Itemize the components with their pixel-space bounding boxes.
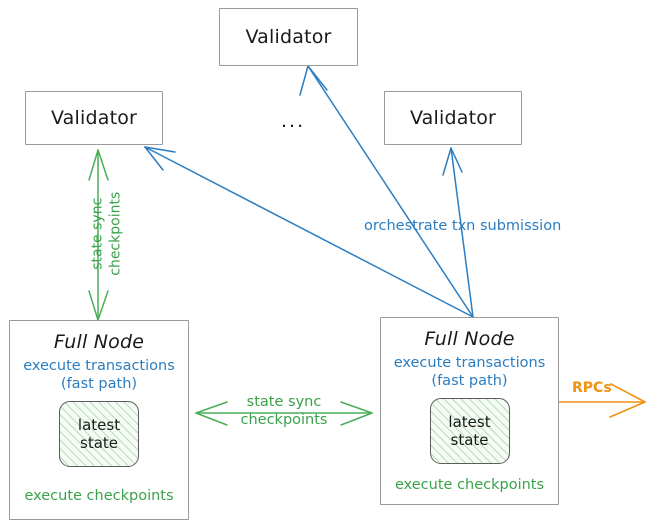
full-node-right-execute-transactions-line2: (fast path) bbox=[431, 372, 508, 389]
validator-box-right[interactable]: Validator bbox=[384, 91, 522, 145]
validator-top-label: Validator bbox=[245, 26, 332, 48]
rpcs-label: RPCs bbox=[572, 380, 612, 396]
state-sync-vertical-line1: state sync bbox=[89, 197, 106, 270]
full-node-right-execute-transactions: execute transactions (fast path) bbox=[394, 355, 546, 390]
validators-ellipsis: ... bbox=[281, 110, 306, 132]
full-node-left-execute-transactions: execute transactions (fast path) bbox=[23, 358, 175, 393]
latest-state-left-line1: latest bbox=[77, 416, 121, 435]
full-node-right-execute-transactions-line1: execute transactions bbox=[393, 355, 546, 371]
full-node-box-left[interactable]: Full Node execute transactions (fast pat… bbox=[9, 320, 189, 520]
state-sync-vertical-label-2: checkpoints bbox=[107, 166, 125, 302]
full-node-right-execute-checkpoints: execute checkpoints bbox=[394, 477, 545, 494]
latest-state-left-line2: state bbox=[80, 434, 118, 453]
full-node-left-execute-transactions-line1: execute transactions bbox=[23, 358, 175, 374]
validator-left-label: Validator bbox=[50, 107, 138, 129]
validator-right-label: Validator bbox=[409, 107, 497, 129]
full-node-left-execute-checkpoints: execute checkpoints bbox=[24, 488, 174, 505]
state-sync-horizontal-line2: checkpoints bbox=[240, 412, 328, 429]
state-sync-horizontal-line1: state sync bbox=[246, 394, 322, 410]
state-sync-vertical-line2: checkpoints bbox=[107, 191, 124, 276]
latest-state-right-line2: state bbox=[450, 431, 489, 450]
full-node-left-title: Full Node bbox=[53, 331, 145, 353]
latest-state-box-right[interactable]: latest state bbox=[429, 398, 510, 465]
full-node-right-title: Full Node bbox=[424, 328, 515, 350]
state-sync-vertical-label: state sync bbox=[89, 166, 107, 302]
orchestrate-txn-submission-label: orchestrate txn submission bbox=[364, 218, 562, 234]
state-sync-horizontal-label: state sync checkpoints bbox=[227, 393, 341, 429]
validator-box-top[interactable]: Validator bbox=[219, 8, 358, 66]
full-node-left-execute-transactions-line2: (fast path) bbox=[60, 375, 138, 392]
validator-box-left[interactable]: Validator bbox=[25, 91, 163, 145]
full-node-box-right[interactable]: Full Node execute transactions (fast pat… bbox=[380, 317, 559, 505]
latest-state-right-line1: latest bbox=[448, 413, 491, 432]
latest-state-box-left[interactable]: latest state bbox=[59, 401, 139, 468]
